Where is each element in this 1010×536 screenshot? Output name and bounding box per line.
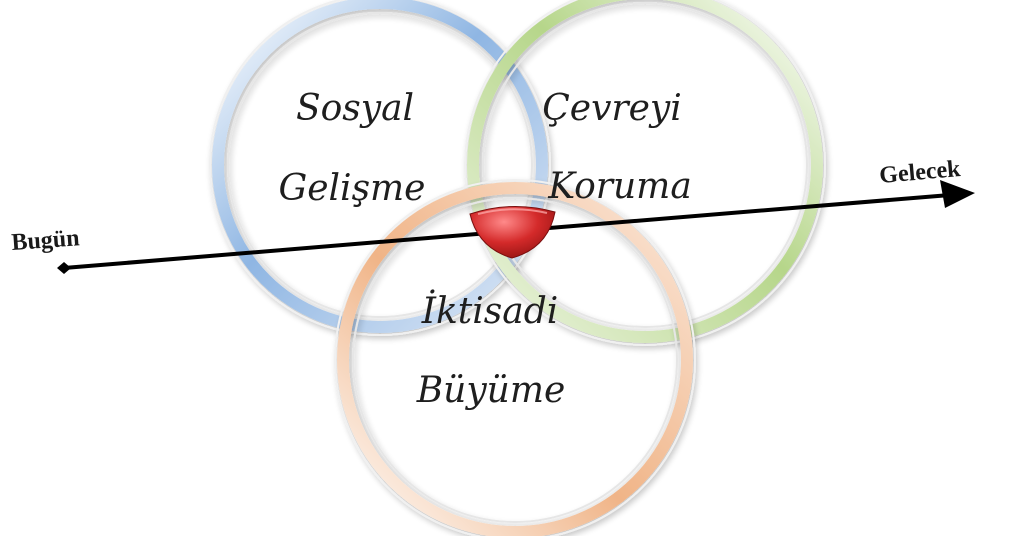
economic-label-line2: Büyüme xyxy=(416,370,566,411)
timeline-start-label: Bugün xyxy=(11,225,81,256)
social-label-line1: Sosyal xyxy=(296,88,414,129)
environment-label-line1: Çevreyi xyxy=(542,88,682,129)
arrow-head-icon xyxy=(940,180,975,208)
center-intersection-marker xyxy=(470,206,555,258)
start-diamond-icon xyxy=(57,262,71,274)
economic-label-line1: İktisadi xyxy=(421,290,559,332)
environment-label-line2: Koruma xyxy=(547,166,692,207)
social-label-line2: Gelişme xyxy=(278,168,425,209)
